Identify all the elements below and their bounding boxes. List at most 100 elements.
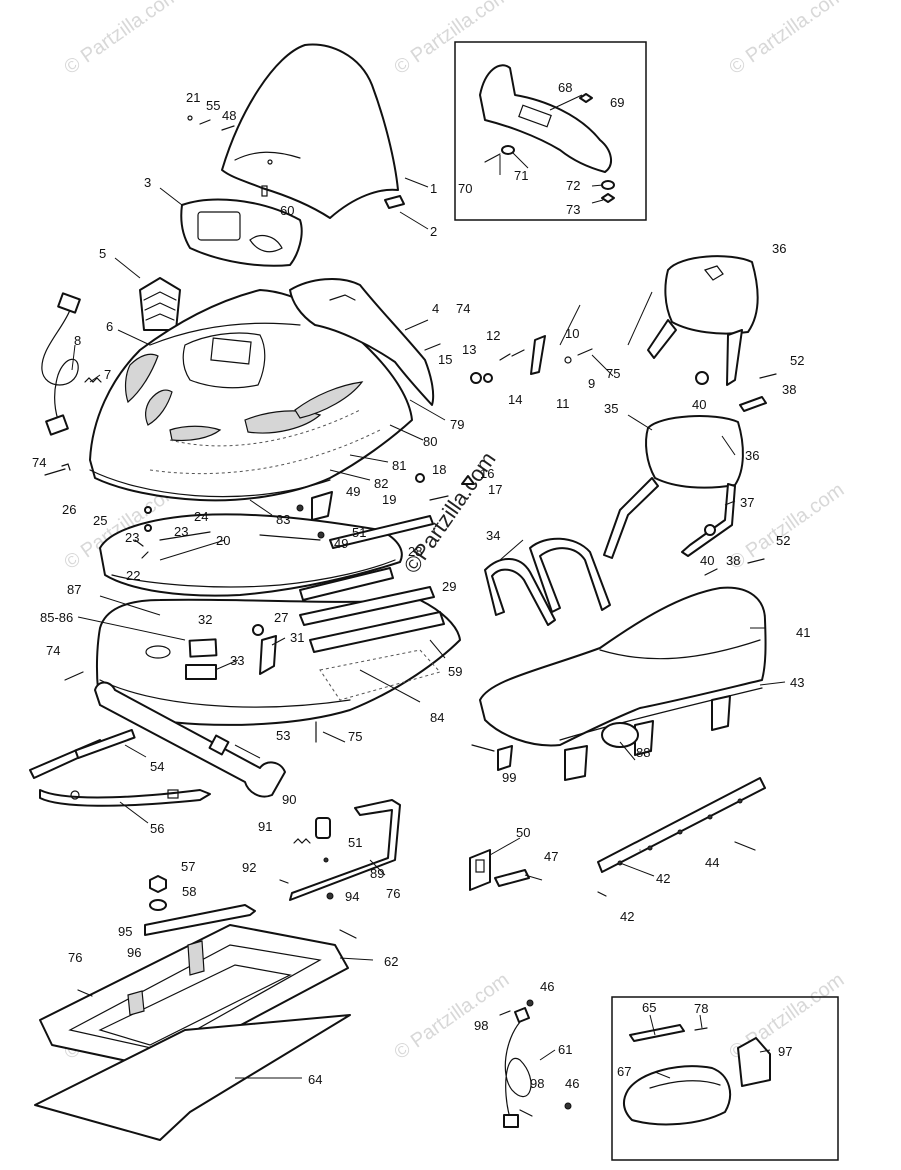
- callout-label: 82: [374, 476, 388, 491]
- callout-label: 25: [93, 513, 107, 528]
- callout-label: 62: [384, 954, 398, 969]
- callout-label: 26: [62, 502, 76, 517]
- callout-label: 69: [610, 95, 624, 110]
- callout-label: 79: [450, 417, 464, 432]
- tow-handle: [29, 728, 211, 807]
- callout-label: 44: [705, 855, 719, 870]
- callout-label: 8: [74, 333, 81, 348]
- callout-label: 74: [456, 301, 470, 316]
- callout-label: 73: [566, 202, 580, 217]
- callout-label: 55: [206, 98, 220, 113]
- callout-label: 70: [458, 181, 472, 196]
- callout-label: 54: [150, 759, 164, 774]
- rails: [299, 515, 445, 653]
- callout-label: 52: [790, 353, 804, 368]
- callout-label: 53: [276, 728, 290, 743]
- trim-strip: [144, 904, 256, 936]
- callout-label: 98: [530, 1076, 544, 1091]
- callout-label: 16: [480, 466, 494, 481]
- callout-label: 4: [432, 301, 439, 316]
- seat-rail: [597, 777, 766, 897]
- callout-label: 65: [642, 1000, 656, 1015]
- bolt: [252, 624, 264, 636]
- callout-label: 19: [382, 492, 396, 507]
- callout-label: 47: [544, 849, 558, 864]
- storage-bag-inset: [622, 1024, 771, 1126]
- callout-label: 96: [127, 945, 141, 960]
- callout-label: 50: [516, 825, 530, 840]
- callout-label: 31: [290, 630, 304, 645]
- inset-box-bumper: [454, 41, 647, 221]
- callout-label: 52: [776, 533, 790, 548]
- callout-label: 42: [620, 909, 634, 924]
- callout-label: 76: [386, 886, 400, 901]
- front-bottom-pan: [99, 513, 403, 597]
- callout-label: 60: [280, 203, 294, 218]
- callout-label: 74: [46, 643, 60, 658]
- rivets: [187, 115, 268, 197]
- callout-label: 22: [126, 568, 140, 583]
- fasteners: [44, 343, 441, 997]
- windshield: [221, 43, 399, 219]
- callout-label: 23: [174, 524, 188, 539]
- callout-label: 74: [32, 455, 46, 470]
- hitch: [279, 799, 401, 901]
- callout-label: 42: [656, 871, 670, 886]
- callout-label: 27: [274, 610, 288, 625]
- callout-label: 6: [106, 319, 113, 334]
- cable: [41, 292, 81, 436]
- callout-label: 46: [565, 1076, 579, 1091]
- label-plate: [185, 664, 217, 680]
- console-bezel: [180, 198, 303, 267]
- seat: [471, 586, 767, 781]
- callout-label: 92: [242, 860, 256, 875]
- callout-label: 51: [348, 835, 362, 850]
- callout-label: 3: [144, 175, 151, 190]
- watermark: © Partzilla.com: [390, 969, 513, 1064]
- callout-label: 49: [346, 484, 360, 499]
- floor-mat: [34, 1014, 351, 1141]
- callout-label: 35: [604, 401, 618, 416]
- callout-label: 75: [348, 729, 362, 744]
- callout-label: 34: [486, 528, 500, 543]
- callout-label: 71: [514, 168, 528, 183]
- vent-louver: [139, 277, 181, 331]
- callout-label: 28: [408, 544, 422, 559]
- callout-label: 23: [125, 530, 139, 545]
- callout-label: 38: [782, 382, 796, 397]
- backrest-lower: [603, 415, 765, 576]
- callout-label: 1: [430, 181, 437, 196]
- callout-label: 37: [740, 495, 754, 510]
- callout-label: 58: [182, 884, 196, 899]
- callout-label: 68: [558, 80, 572, 95]
- callout-label: 10: [565, 326, 579, 341]
- callout-label: 95: [118, 924, 132, 939]
- callout-label: 90: [282, 792, 296, 807]
- label-plate: [188, 638, 218, 658]
- callout-label: 12: [486, 328, 500, 343]
- callout-label: 7: [104, 367, 111, 382]
- callout-label: 41: [796, 625, 810, 640]
- callout-label: 38: [726, 553, 740, 568]
- callout-label: 94: [345, 889, 359, 904]
- watermark: © Partzilla.com: [725, 479, 848, 574]
- hardware-cluster: [134, 335, 593, 559]
- callout-label: 51: [352, 525, 366, 540]
- nuts: [149, 875, 167, 911]
- windshield-clip: [384, 195, 405, 209]
- callout-label: 49: [334, 536, 348, 551]
- backrest-upper: [647, 255, 777, 412]
- callout-label: 97: [778, 1044, 792, 1059]
- seat-straps: [484, 537, 611, 626]
- callout-label: 72: [566, 178, 580, 193]
- callout-label: 17: [488, 482, 502, 497]
- callout-label: 40: [700, 553, 714, 568]
- callout-label: 46: [540, 979, 554, 994]
- spring: [84, 377, 102, 383]
- callout-label: 56: [150, 821, 164, 836]
- callout-label: 48: [222, 108, 236, 123]
- callout-label: 91: [258, 819, 272, 834]
- callout-label: 75: [606, 366, 620, 381]
- callout-label: 20: [216, 533, 230, 548]
